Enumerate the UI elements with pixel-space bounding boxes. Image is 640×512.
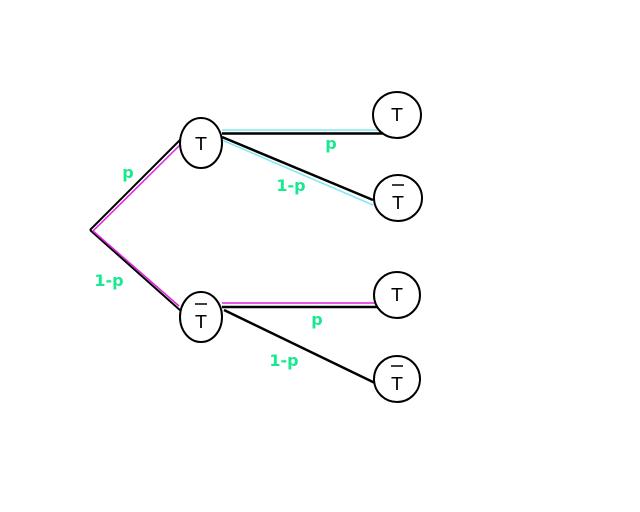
node-label: T <box>391 105 404 126</box>
node-leaf1: T <box>372 91 422 139</box>
node-label: T <box>391 285 404 306</box>
node-leaf4: T <box>373 355 421 403</box>
edge-bottom-leaf3 <box>222 302 378 309</box>
edge-label-root-top: p <box>122 163 133 182</box>
node-level1-top: T <box>179 117 223 169</box>
edge-label-top-leaf2: 1-p <box>276 176 305 195</box>
edge-label-top-leaf1: p <box>325 134 336 153</box>
edge-bottom-leaf4 <box>223 308 376 385</box>
node-label: T <box>195 134 208 155</box>
edge-label-bottom-leaf4: 1-p <box>269 351 298 370</box>
edge-label-root-bottom: 1-p <box>94 271 123 290</box>
edge-top-leaf2 <box>221 135 374 206</box>
node-label: T <box>392 193 405 214</box>
node-level1-bottom: T <box>179 291 223 343</box>
node-label: T <box>195 312 208 333</box>
node-leaf2: T <box>373 174 423 222</box>
node-leaf3: T <box>373 271 421 319</box>
node-label: T <box>391 374 404 395</box>
edge-label-bottom-leaf3: p <box>311 310 322 329</box>
edge-root-bottom <box>89 229 182 312</box>
edge-root-top <box>89 138 182 232</box>
edge-top-leaf1 <box>222 129 383 135</box>
